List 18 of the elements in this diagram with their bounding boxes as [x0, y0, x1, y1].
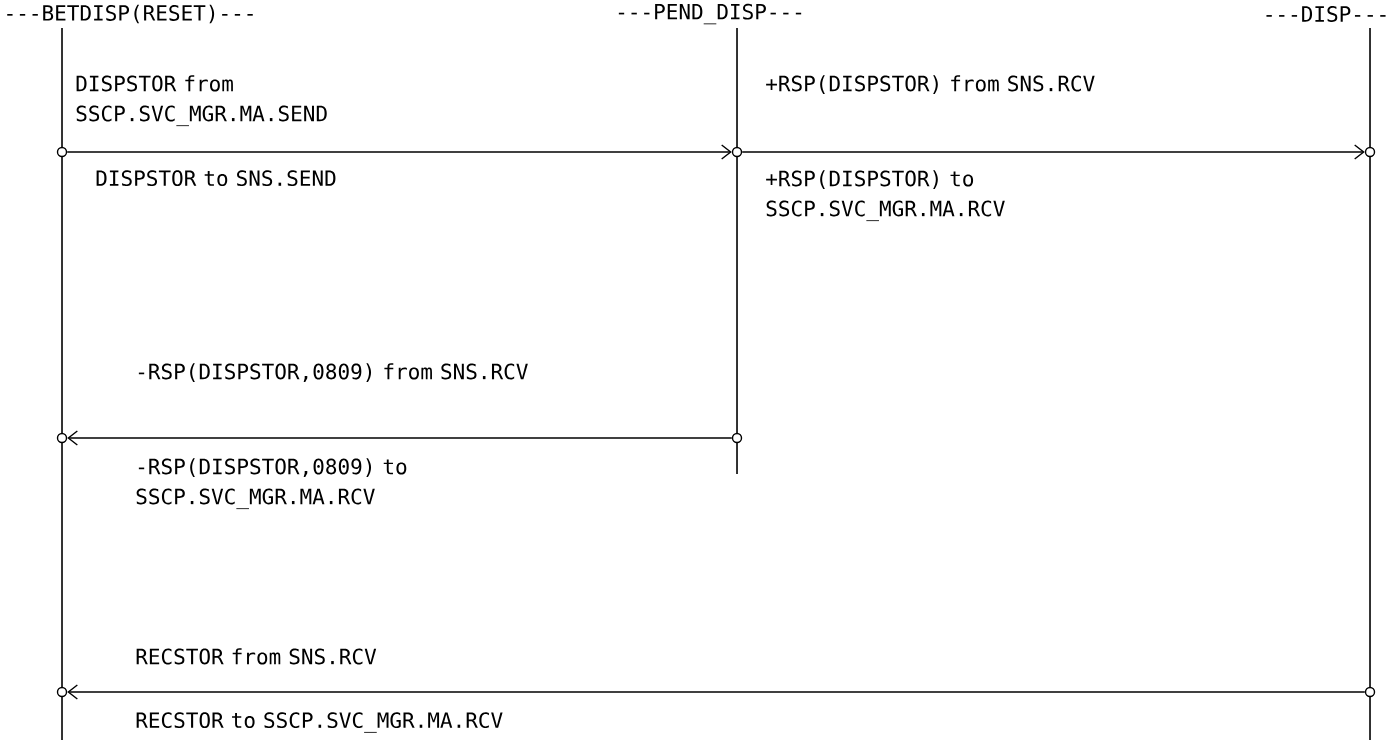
- connection-point: [1364, 686, 1376, 698]
- connection-point: [56, 146, 68, 158]
- connection-point: [56, 432, 68, 444]
- state-name: ---PEND_DISP---: [614, 2, 806, 26]
- arrow: [67, 684, 1366, 700]
- state-name: ---BETDISP(RESET)---: [2, 3, 258, 25]
- message-text: DISPSTOR to SNS.SEND: [96, 170, 336, 187]
- arrow: [67, 430, 733, 446]
- message-text: +RSP(DISPSTOR) to SSCP.SVC_MGR.MA.RCV: [766, 170, 1005, 222]
- arrow: [66, 144, 732, 160]
- connection-point: [1364, 146, 1376, 158]
- connection-point: [56, 686, 68, 698]
- connection-point: [731, 432, 743, 444]
- message-text: RECSTOR to SSCP.SVC_MGR.MA.RCV: [136, 712, 503, 733]
- arrow: [741, 144, 1365, 160]
- message-text: -RSP(DISPSTOR,0809) from SNS.RCV: [138, 363, 528, 383]
- connection-point: [731, 146, 743, 158]
- state-name: ---DISP---: [1261, 5, 1391, 23]
